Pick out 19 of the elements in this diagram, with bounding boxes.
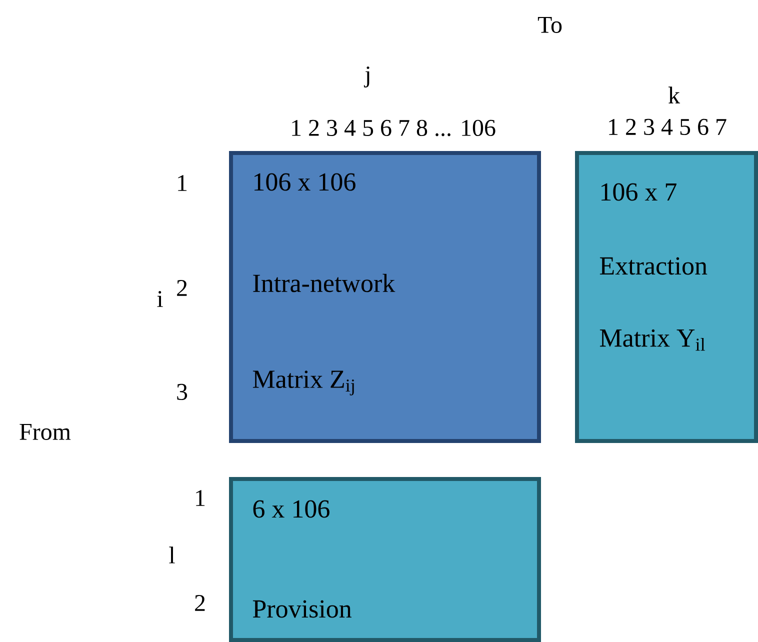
box-text: Intra-network: [253, 274, 396, 292]
axis-label: 2: [177, 280, 187, 296]
box-text: 106 x 106: [254, 173, 356, 191]
axis-label: l: [169, 546, 175, 564]
axis-label: From: [20, 424, 71, 440]
axis-label: 1: [196, 490, 205, 506]
axis-label: 2: [195, 595, 205, 611]
axis-label: 3: [177, 384, 188, 400]
box-text: Matrix Y$_{il}$: [600, 329, 705, 351]
box-text: Provision: [252, 600, 352, 618]
box-text: Extraction: [600, 257, 708, 275]
axis-label: 1: [178, 175, 187, 191]
axis-label: j: [364, 66, 370, 88]
axis-label: To: [538, 17, 562, 33]
box-text: 106 x 7: [602, 183, 676, 201]
axis-label: i: [157, 291, 163, 307]
axis-label: k: [668, 86, 680, 104]
box-text: Matrix Z$_{ij}$: [252, 370, 354, 396]
box-text: 6 x 106: [253, 500, 330, 518]
